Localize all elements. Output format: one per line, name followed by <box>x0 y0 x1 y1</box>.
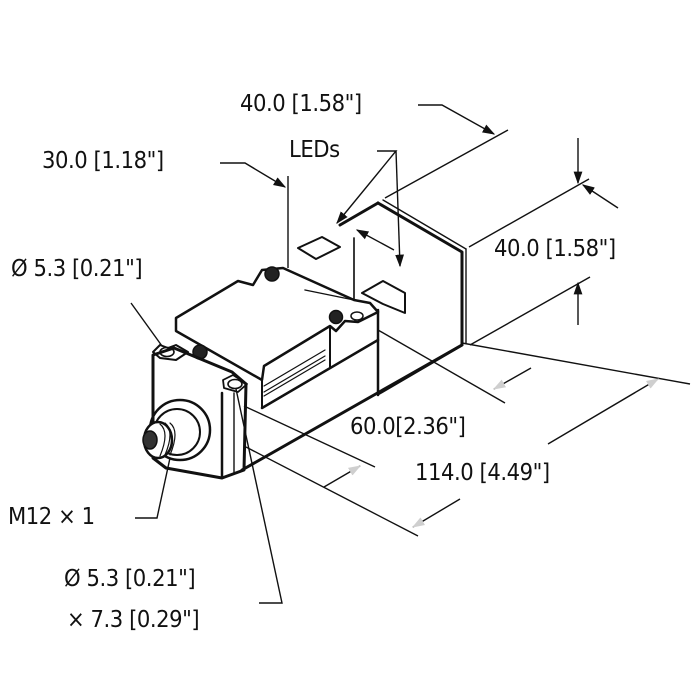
screw-top <box>264 266 280 282</box>
led-window-1 <box>297 236 341 260</box>
connector-thread-label: M12 × 1 <box>8 504 95 530</box>
leader-30 <box>220 162 287 188</box>
terminal-cover <box>174 266 380 382</box>
front-block <box>151 346 248 480</box>
dim-length-114: 114.0 [4.49"] <box>415 460 550 486</box>
leds-label: LEDs <box>289 137 340 163</box>
leader-hole-top <box>130 302 163 347</box>
dim-length-30: 30.0 [1.18"] <box>42 148 164 174</box>
sensing-head <box>338 199 467 397</box>
dim-slot-diameter: Ø 5.3 [0.21"] <box>64 566 196 592</box>
dim-slot-length: × 7.3 [0.29"] <box>67 607 200 633</box>
dim-height-40-right: 40.0 [1.58"] <box>494 236 616 262</box>
leader-leds <box>336 150 398 224</box>
leader-slot <box>235 388 283 604</box>
led-window-2 <box>361 280 406 314</box>
mount-hole-top <box>159 346 175 358</box>
mount-slot-front <box>227 378 243 390</box>
dim-hole-dia-top: Ø 5.3 [0.21"] <box>11 256 143 282</box>
dim-length-60: 60.0[2.36"] <box>350 414 466 440</box>
m12-connector <box>142 398 212 462</box>
sensor-body <box>142 199 467 480</box>
leader-m12 <box>135 457 171 519</box>
leader-40-top <box>418 104 496 135</box>
mount-hole-right <box>350 311 364 321</box>
dimension-lines <box>130 104 691 604</box>
dim-length-40-top: 40.0 [1.58"] <box>240 91 362 117</box>
screw-right <box>328 309 344 325</box>
housing-bottom-edge <box>240 343 464 472</box>
